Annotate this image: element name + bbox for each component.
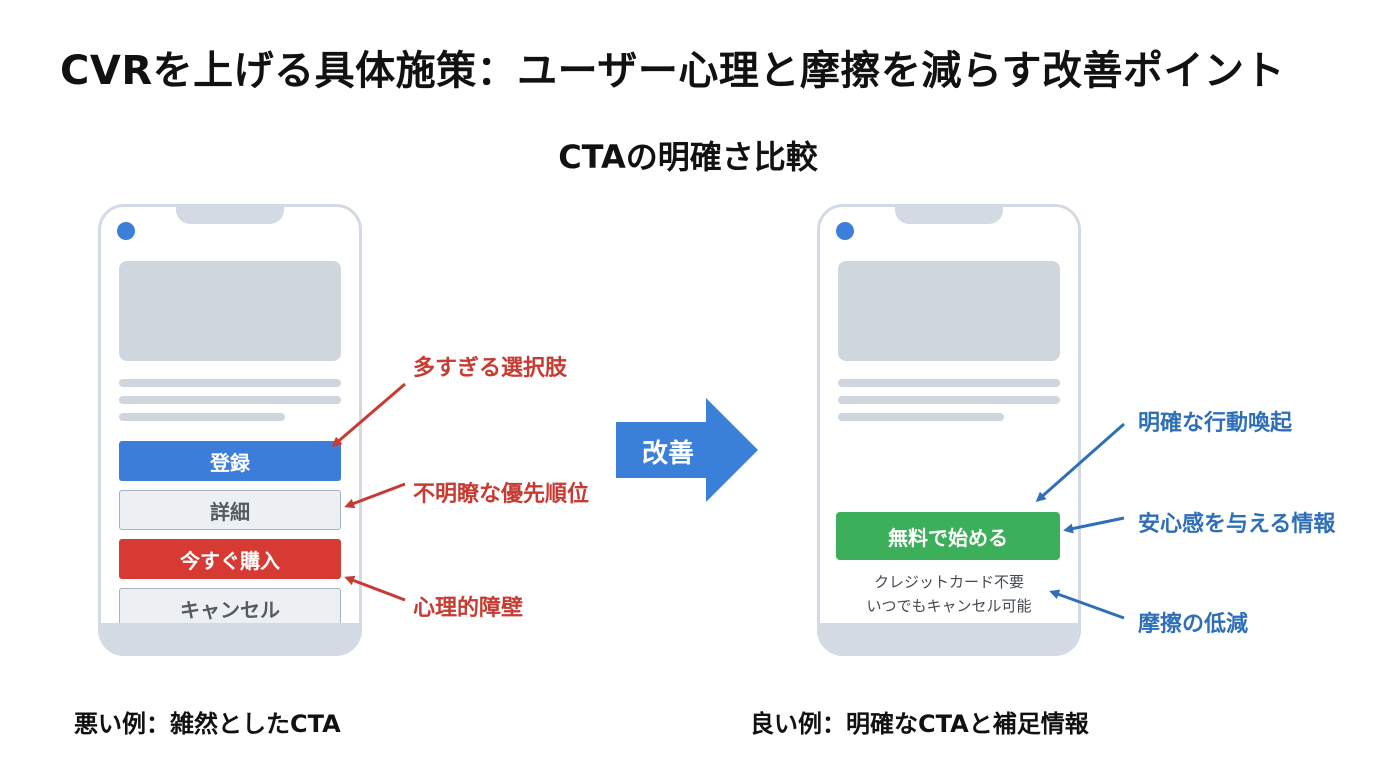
text-line-placeholder [119,396,341,404]
no-credit-card-text: クレジットカード不要 [873,573,1024,591]
annotation-reassurance: 安心感を与える情報 [1138,512,1336,537]
good-annotation-arrows [1035,422,1125,620]
text-line-placeholder [838,379,1060,387]
improvement-label: 改善 [642,439,695,469]
phone-bottom-bar [101,623,359,653]
camera-dot-icon [117,222,135,240]
arrow-red [344,482,406,509]
annotation-clear-cta: 明確な行動喚起 [1138,411,1293,436]
improvement-arrow [616,398,758,502]
arrow-red [344,575,406,602]
page-title: CVRを上げる具体施策：ユーザー心理と摩擦を減らす改善ポイント [60,48,1286,94]
text-line-placeholder [119,413,285,421]
text-line-placeholder [838,413,1004,421]
camera-dot-icon [836,222,854,240]
annotation-too-many-options: 多すぎる選択肢 [413,356,568,381]
buy-now-button[interactable]: 今すぐ購入 [119,539,341,579]
phone-notch [176,207,284,224]
bad-annotation-arrows [331,382,406,602]
phone-bottom-bar [820,623,1078,653]
good-example-caption: 良い例：明確なCTAと補足情報 [750,710,1089,738]
annotation-unclear-priority: 不明瞭な優先順位 [413,482,590,507]
start-free-button[interactable]: 無料で始める [836,512,1060,560]
good-example-phone: 無料で始める クレジットカード不要 いつでもキャンセル可能 [817,204,1081,656]
hero-image-placeholder [838,261,1060,361]
arrow-blue [1049,589,1125,620]
register-button[interactable]: 登録 [119,441,341,481]
bad-example-caption: 悪い例：雑然としたCTA [74,710,341,738]
bad-example-phone: 登録 詳細 今すぐ購入 キャンセル [98,204,362,656]
annotation-psychological-barrier: 心理的障壁 [413,596,524,621]
arrow-blue [1063,516,1125,534]
arrow-red [331,382,406,447]
comparison-subtitle: CTAの明確さ比較 [558,138,818,176]
text-line-placeholder [119,379,341,387]
text-line-placeholder [838,396,1060,404]
cancel-anytime-text: いつでもキャンセル可能 [866,597,1032,615]
arrow-blue [1035,422,1125,502]
phone-notch [895,207,1003,224]
hero-image-placeholder [119,261,341,361]
annotation-reduced-friction: 摩擦の低減 [1138,612,1249,637]
details-button[interactable]: 詳細 [119,490,341,530]
